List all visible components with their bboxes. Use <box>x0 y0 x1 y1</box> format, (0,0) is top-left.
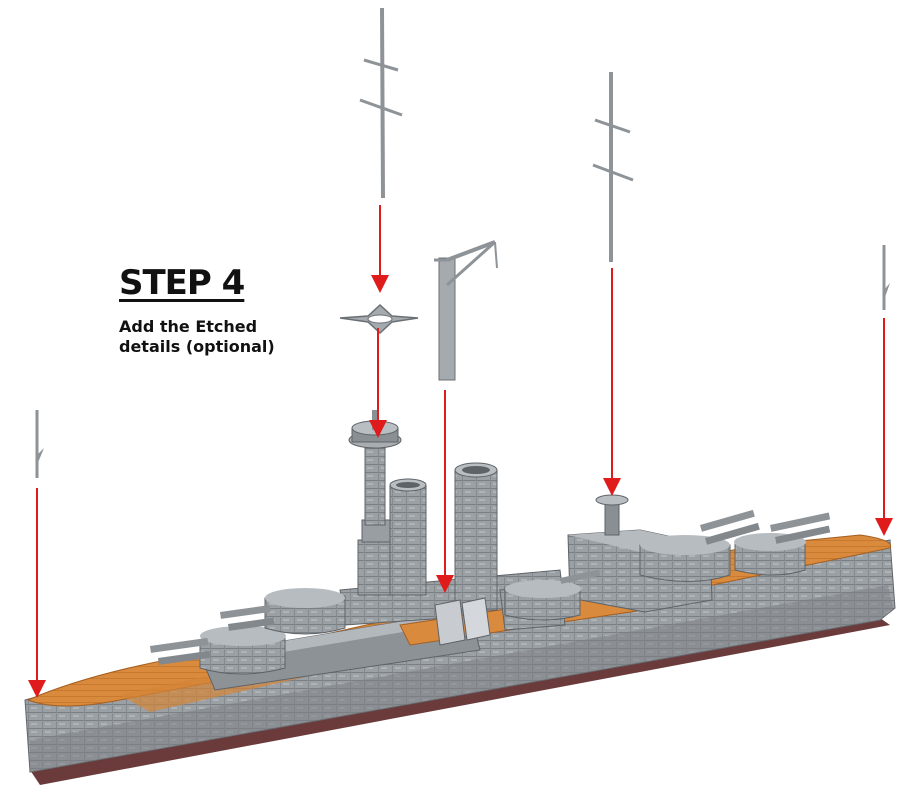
arrow-fore-mast <box>371 205 389 293</box>
turret-x <box>639 509 760 582</box>
arrow-main-mast <box>603 268 621 496</box>
arrow-crane <box>436 390 454 593</box>
boats <box>434 597 491 646</box>
aft-pedestal <box>595 494 629 536</box>
assembly-arrows <box>28 205 893 698</box>
step-description: Add the Etched details (optional) <box>119 317 275 356</box>
turret-b <box>220 588 346 635</box>
boot-topping <box>30 618 890 785</box>
arrow-searchlight-platform <box>369 328 387 438</box>
arrow-stern-flagstaff <box>875 318 893 536</box>
flagstaff-bow <box>35 410 44 478</box>
turret-a <box>150 626 286 675</box>
funnel-fore <box>389 478 427 596</box>
searchlight-platform <box>339 303 419 335</box>
flagstaff-stern <box>882 245 890 310</box>
mast-main <box>592 72 634 262</box>
mast-fore <box>359 7 403 199</box>
turret-q <box>504 569 601 621</box>
funnel-main <box>454 462 498 611</box>
crane <box>434 240 498 381</box>
step-title: STEP 4 <box>119 263 245 303</box>
turret-y <box>734 512 831 576</box>
arrow-bow-flagstaff <box>28 488 46 698</box>
